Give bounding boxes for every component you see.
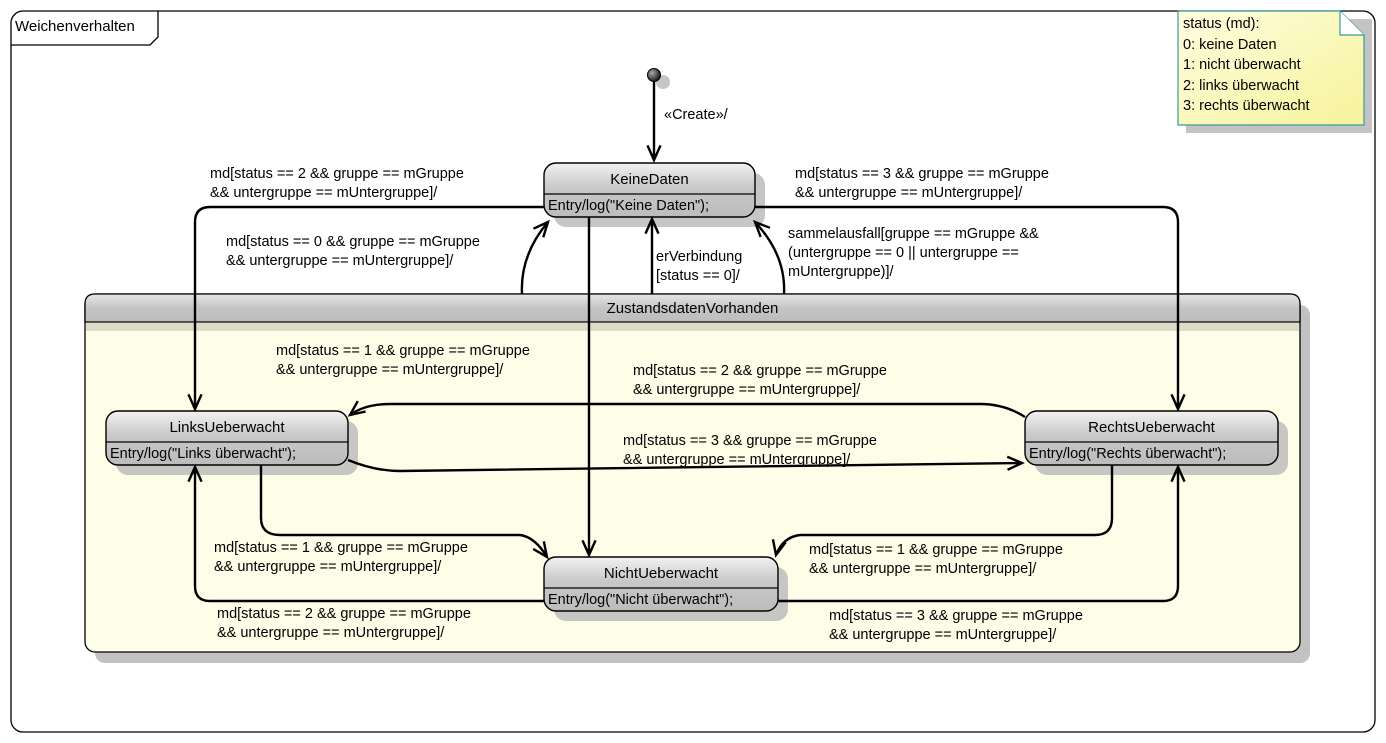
transition-label-keine-to-nicht: md[status == 1 && gruppe == mGruppe && u… (276, 343, 530, 378)
state-nicht-ueberwacht[interactable]: NichtUeberwacht Entry/log("Nicht überwac… (544, 557, 778, 611)
edge-rechts-to-nicht[interactable] (771, 465, 1114, 558)
transition-label-rechts-to-nicht: md[status == 1 && gruppe == mGruppe && u… (809, 542, 1063, 577)
edge-sammelausfall-to-keine[interactable] (752, 219, 786, 295)
edge-rechts-to-links[interactable] (347, 400, 1026, 419)
edge-links-to-nicht[interactable] (259, 465, 549, 560)
status-note (1177, 10, 1372, 133)
note-line: 0: keine Daten (1183, 36, 1277, 53)
note-line: 1: nicht überwacht (1183, 57, 1301, 73)
state-box-keine-daten (543, 162, 765, 227)
transition-label-keine-to-rechts: md[status == 3 && gruppe == mGruppe && u… (795, 166, 1049, 201)
transition-label-links-to-rechts: md[status == 3 && gruppe == mGruppe && u… (623, 433, 877, 468)
composite-state-zustandsdaten[interactable] (84, 293, 1310, 663)
transition-label-create: «Create»/ (664, 107, 728, 123)
state-name: RechtsUeberwacht (1088, 419, 1215, 436)
state-entry-action: Entry/log("Nicht überwacht"); (548, 592, 734, 608)
frame-title-tab (11, 11, 159, 46)
state-entry-action: Entry/log("Links überwacht"); (110, 446, 296, 462)
initial-state-dot[interactable] (647, 68, 661, 82)
composite-state-name: ZustandsdatenVorhanden (606, 300, 779, 317)
note-line: 3: rechts überwacht (1183, 98, 1310, 114)
state-rechts-ueberwacht[interactable]: RechtsUeberwacht Entry/log("Rechts überw… (1025, 411, 1278, 465)
state-name: NichtUeberwacht (603, 565, 719, 582)
edge-keine-to-rechts[interactable] (755, 205, 1186, 412)
transition-label-composite-to-keine-status0: md[status == 0 && gruppe == mGruppe && u… (226, 234, 480, 269)
state-box-links (105, 410, 358, 475)
transition-label-rechts-to-links: md[status == 2 && gruppe == mGruppe && u… (633, 363, 887, 398)
note-line: status (md): (1183, 16, 1260, 32)
edge-status0-to-keine[interactable] (520, 219, 550, 295)
edge-nicht-to-links[interactable] (187, 464, 544, 603)
state-entry-action: Entry/log("Rechts überwacht"); (1029, 446, 1227, 462)
state-links-ueberwacht[interactable]: LinksUeberwacht Entry/log("Links überwac… (106, 411, 348, 465)
state-box-rechts (1024, 410, 1288, 475)
state-name: KeineDaten (610, 171, 689, 188)
edge-verbindung-to-keine[interactable] (644, 216, 660, 294)
edge-links-to-rechts[interactable] (347, 455, 1025, 473)
state-name: LinksUeberwacht (169, 419, 285, 436)
edge-nicht-to-rechts[interactable] (778, 464, 1186, 603)
note-line: 2: links überwacht (1183, 77, 1300, 94)
state-box-nicht (543, 556, 788, 621)
state-keine-daten[interactable]: KeineDaten Entry/log("Keine Daten"); (544, 163, 755, 217)
transition-label-nicht-to-links: md[status == 2 && gruppe == mGruppe && u… (217, 606, 471, 641)
transition-label-nicht-to-rechts: md[status == 3 && gruppe == mGruppe && u… (829, 608, 1083, 643)
edge-keine-to-links[interactable] (187, 205, 544, 412)
transition-label-verbindung: erVerbindung [status == 0]/ (656, 249, 743, 284)
transition-label-keine-to-links: md[status == 2 && gruppe == mGruppe && u… (210, 166, 464, 201)
transition-label-sammelausfall: sammelausfall[gruppe == mGruppe && (unte… (788, 226, 1039, 280)
edge-keine-to-nicht[interactable] (581, 217, 597, 558)
frame-title: Weichenverhalten (15, 18, 135, 35)
transition-label-links-to-nicht: md[status == 1 && gruppe == mGruppe && u… (214, 540, 468, 575)
state-entry-action: Entry/log("Keine Daten"); (548, 198, 710, 214)
edge-create[interactable] (646, 81, 662, 163)
